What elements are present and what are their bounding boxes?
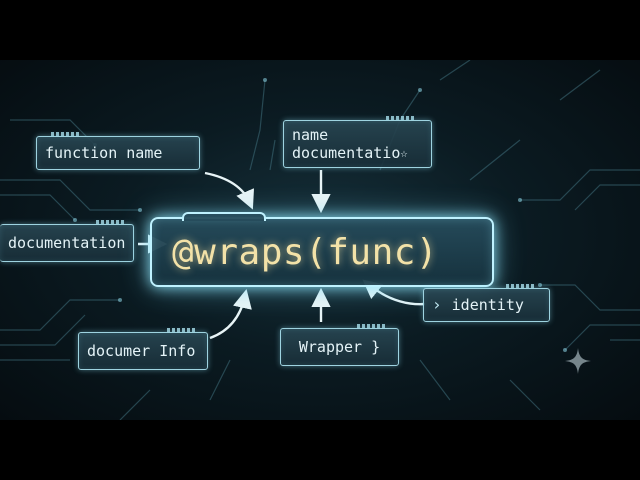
wraps-func-text: @wraps(func) <box>172 231 439 273</box>
arrow-documer-info <box>209 288 252 340</box>
circuit-background <box>0 60 640 420</box>
sparkle-icon <box>565 348 591 374</box>
wrapper-text: Wrapper } <box>298 338 381 356</box>
documentation-text-line: documentatio ☆ <box>292 144 408 162</box>
arrow-identity <box>362 279 426 306</box>
name-documentation-label: name documentatio ☆ <box>283 116 432 168</box>
arrow-function-name <box>204 171 255 210</box>
diagram-scene: function name name documentatio ☆ docume… <box>0 60 640 420</box>
wraps-func-box: @wraps(func) <box>150 212 494 287</box>
documer-info-label: documer Info <box>78 328 208 370</box>
identity-label: › identity <box>423 284 550 322</box>
name-text: name <box>292 126 329 144</box>
chevron-right-icon: › <box>432 295 442 314</box>
documer-info-text: documer Info <box>87 342 196 360</box>
documentation-text: documentation <box>8 234 126 252</box>
identity-text: identity <box>451 296 524 314</box>
star-icon: ☆ <box>400 146 408 160</box>
function-name-text: function name <box>45 144 163 162</box>
documentation-label: documentation <box>0 220 134 262</box>
function-name-label: function name <box>36 132 200 170</box>
wrapper-label: Wrapper } <box>280 324 399 366</box>
